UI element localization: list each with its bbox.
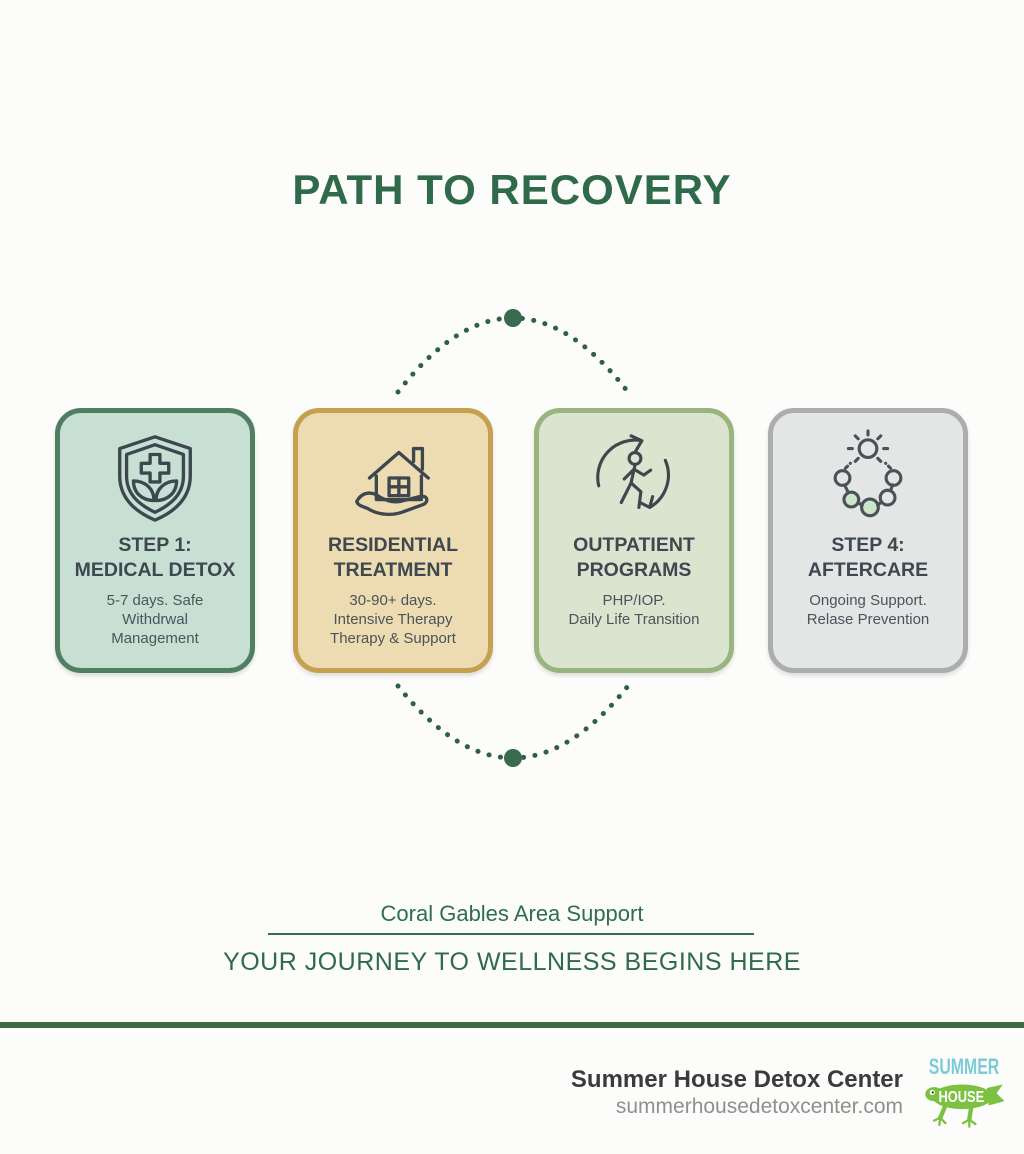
footer-text-block: Summer House Detox Center summerhousedet…	[571, 1066, 903, 1119]
page-title: PATH TO RECOVERY	[292, 166, 732, 213]
footer-accent-bar	[0, 1022, 1024, 1028]
tagline: YOUR JOURNEY TO WELLNESS BEGINS HERE	[223, 948, 801, 976]
step-description: 5-7 days. Safe Withdrwal Management	[106, 592, 204, 647]
step-card-outpatient-programs: OUTPATIENT PROGRAMS PHP/IOP. Daily Life …	[534, 408, 734, 673]
walking-cycle-icon	[585, 429, 683, 527]
step-description: PHP/IOP. Daily Life Transition	[568, 592, 700, 628]
step-title: STEP 4: AFTERCARE	[807, 534, 929, 581]
step-title: OUTPATIENT PROGRAMS	[573, 534, 695, 581]
logo-word-house: HOUSE	[938, 1089, 984, 1106]
arc-bottom-dot	[504, 749, 522, 767]
summer-house-gecko-logo: SUMMER HOUSE	[920, 1050, 1008, 1140]
step-card-residential-treatment: RESIDENTIAL TREATMENT 30-90+ days. Inten…	[293, 408, 493, 673]
footer-org-name: Summer House Detox Center	[570, 1066, 903, 1093]
sun-chain-icon	[819, 429, 917, 527]
divider-line	[268, 933, 754, 935]
support-area-label: Coral Gables Area Support	[380, 901, 644, 926]
step-card-aftercare: STEP 4: AFTERCARE Ongoing Support. Relas…	[768, 408, 968, 673]
arc-top-dot	[504, 309, 522, 327]
step-description: 30-90+ days. Intensive Therapy Therapy &…	[330, 592, 456, 647]
shield-cross-leaf-icon	[106, 429, 204, 527]
step-title: RESIDENTIAL TREATMENT	[327, 534, 458, 581]
house-in-hand-icon	[344, 429, 442, 527]
step-title: STEP 1: MEDICAL DETOX	[74, 534, 236, 581]
dotted-arc-bottom-icon	[395, 683, 631, 767]
step-description: Ongoing Support. Relase Prevention	[806, 592, 930, 628]
dotted-arc-top-icon	[395, 309, 631, 395]
logo-word-summer: SUMMER	[929, 1054, 999, 1079]
gecko-icon	[925, 1084, 1005, 1128]
step-card-medical-detox: STEP 1: MEDICAL DETOX 5-7 days. Safe Wit…	[55, 408, 255, 673]
footer-website: summerhousedetoxcenter.com	[615, 1095, 903, 1118]
